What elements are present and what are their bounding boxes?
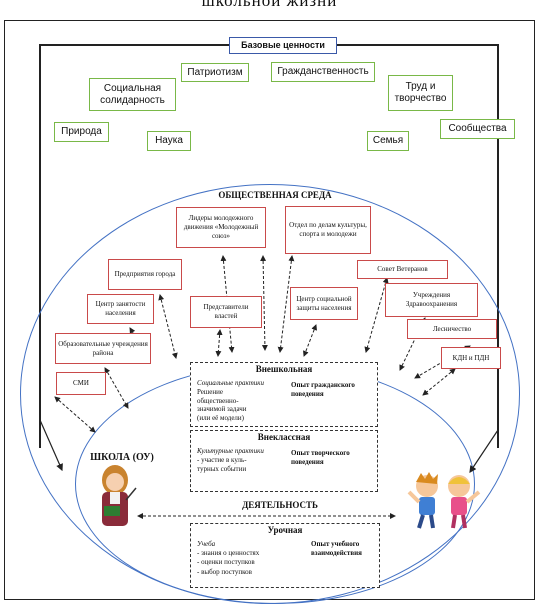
arrow: [220, 255, 235, 353]
org-healthcare: Учреждения Здравоохранения: [385, 283, 478, 317]
value-citizenship: Гражданственность: [271, 62, 375, 82]
arrow: [469, 429, 499, 473]
page-title: школьной жизни: [201, 0, 338, 10]
block-description: - выбор поступков: [197, 568, 252, 576]
value-science: Наука: [147, 131, 191, 151]
block-practice: Учеба: [197, 540, 216, 548]
org-culture-dept: Отдел по делам культуры, спорта и молоде…: [285, 206, 371, 254]
arrow: [422, 368, 456, 396]
org-social-protection: Центр социальной защиты населения: [290, 287, 358, 320]
block-practice: Социальные практики: [197, 379, 265, 387]
value-nature: Природа: [54, 122, 109, 142]
org-youth-leaders: Лидеры молодежного движения «Молодежный …: [176, 207, 266, 248]
arrow: [364, 277, 389, 353]
org-media: СМИ: [56, 372, 106, 395]
block-result: Опыт учебного взаимодействия: [311, 540, 362, 557]
block-lesson: Урочная Учеба - знания о ценностях - оце…: [190, 523, 380, 588]
arrow: [54, 396, 96, 433]
block-result: Опыт творческого поведения: [291, 449, 350, 466]
arrow: [277, 255, 295, 353]
block-result: Опыт гражданского поведения: [291, 381, 355, 398]
org-employment: Центр занятости населения: [87, 294, 154, 324]
arrow: [104, 367, 129, 409]
block-title: Внешкольная: [255, 364, 313, 374]
value-family: Семья: [367, 131, 409, 151]
org-kdn-pdn: КДН и ПДН: [441, 347, 501, 369]
block-title: Урочная: [267, 525, 303, 535]
value-patriotism: Патриотизм: [181, 63, 249, 82]
arrow: [215, 329, 223, 357]
school-label: ШКОЛА (ОУ): [90, 452, 154, 463]
arrow: [39, 419, 63, 472]
block-extracurricular-outside: Внешкольная Социальные практики Решение …: [190, 362, 378, 427]
arrow: [158, 294, 178, 359]
org-authorities: Представители властей: [190, 296, 262, 328]
values-header: Базовые ценности: [229, 37, 337, 54]
block-description: - участие в куль-турных событии: [197, 456, 247, 473]
arrow: [303, 324, 317, 357]
block-practice: Культурные практики: [197, 447, 264, 455]
org-forestry: Лесничество: [407, 319, 497, 339]
value-community: Сообщества: [440, 119, 515, 139]
block-description: Решение общественно-значимой задачи (или…: [197, 388, 247, 422]
children-illustration: [403, 470, 483, 530]
block-description: - знания о ценностях: [197, 549, 260, 557]
activity-label: ДЕЯТЕЛЬНОСТЬ: [242, 500, 318, 510]
environment-title: ОБЩЕСТВЕННАЯ СРЕДА: [218, 190, 332, 200]
teacher-illustration: [90, 462, 140, 532]
org-enterprises: Предприятия города: [108, 259, 182, 290]
arrow: [260, 255, 268, 351]
org-veterans: Совет Ветеранов: [357, 260, 448, 279]
block-extracurricular-class: Внеклассная Культурные практики - участи…: [190, 430, 378, 492]
block-description: - оценки поступков: [197, 558, 255, 566]
org-education: Образовательные учреждения района: [55, 333, 151, 364]
value-solidarity: Социальная солидарность: [89, 78, 176, 111]
block-title: Внеклассная: [257, 432, 311, 442]
value-labor: Труд и творчество: [388, 75, 453, 111]
